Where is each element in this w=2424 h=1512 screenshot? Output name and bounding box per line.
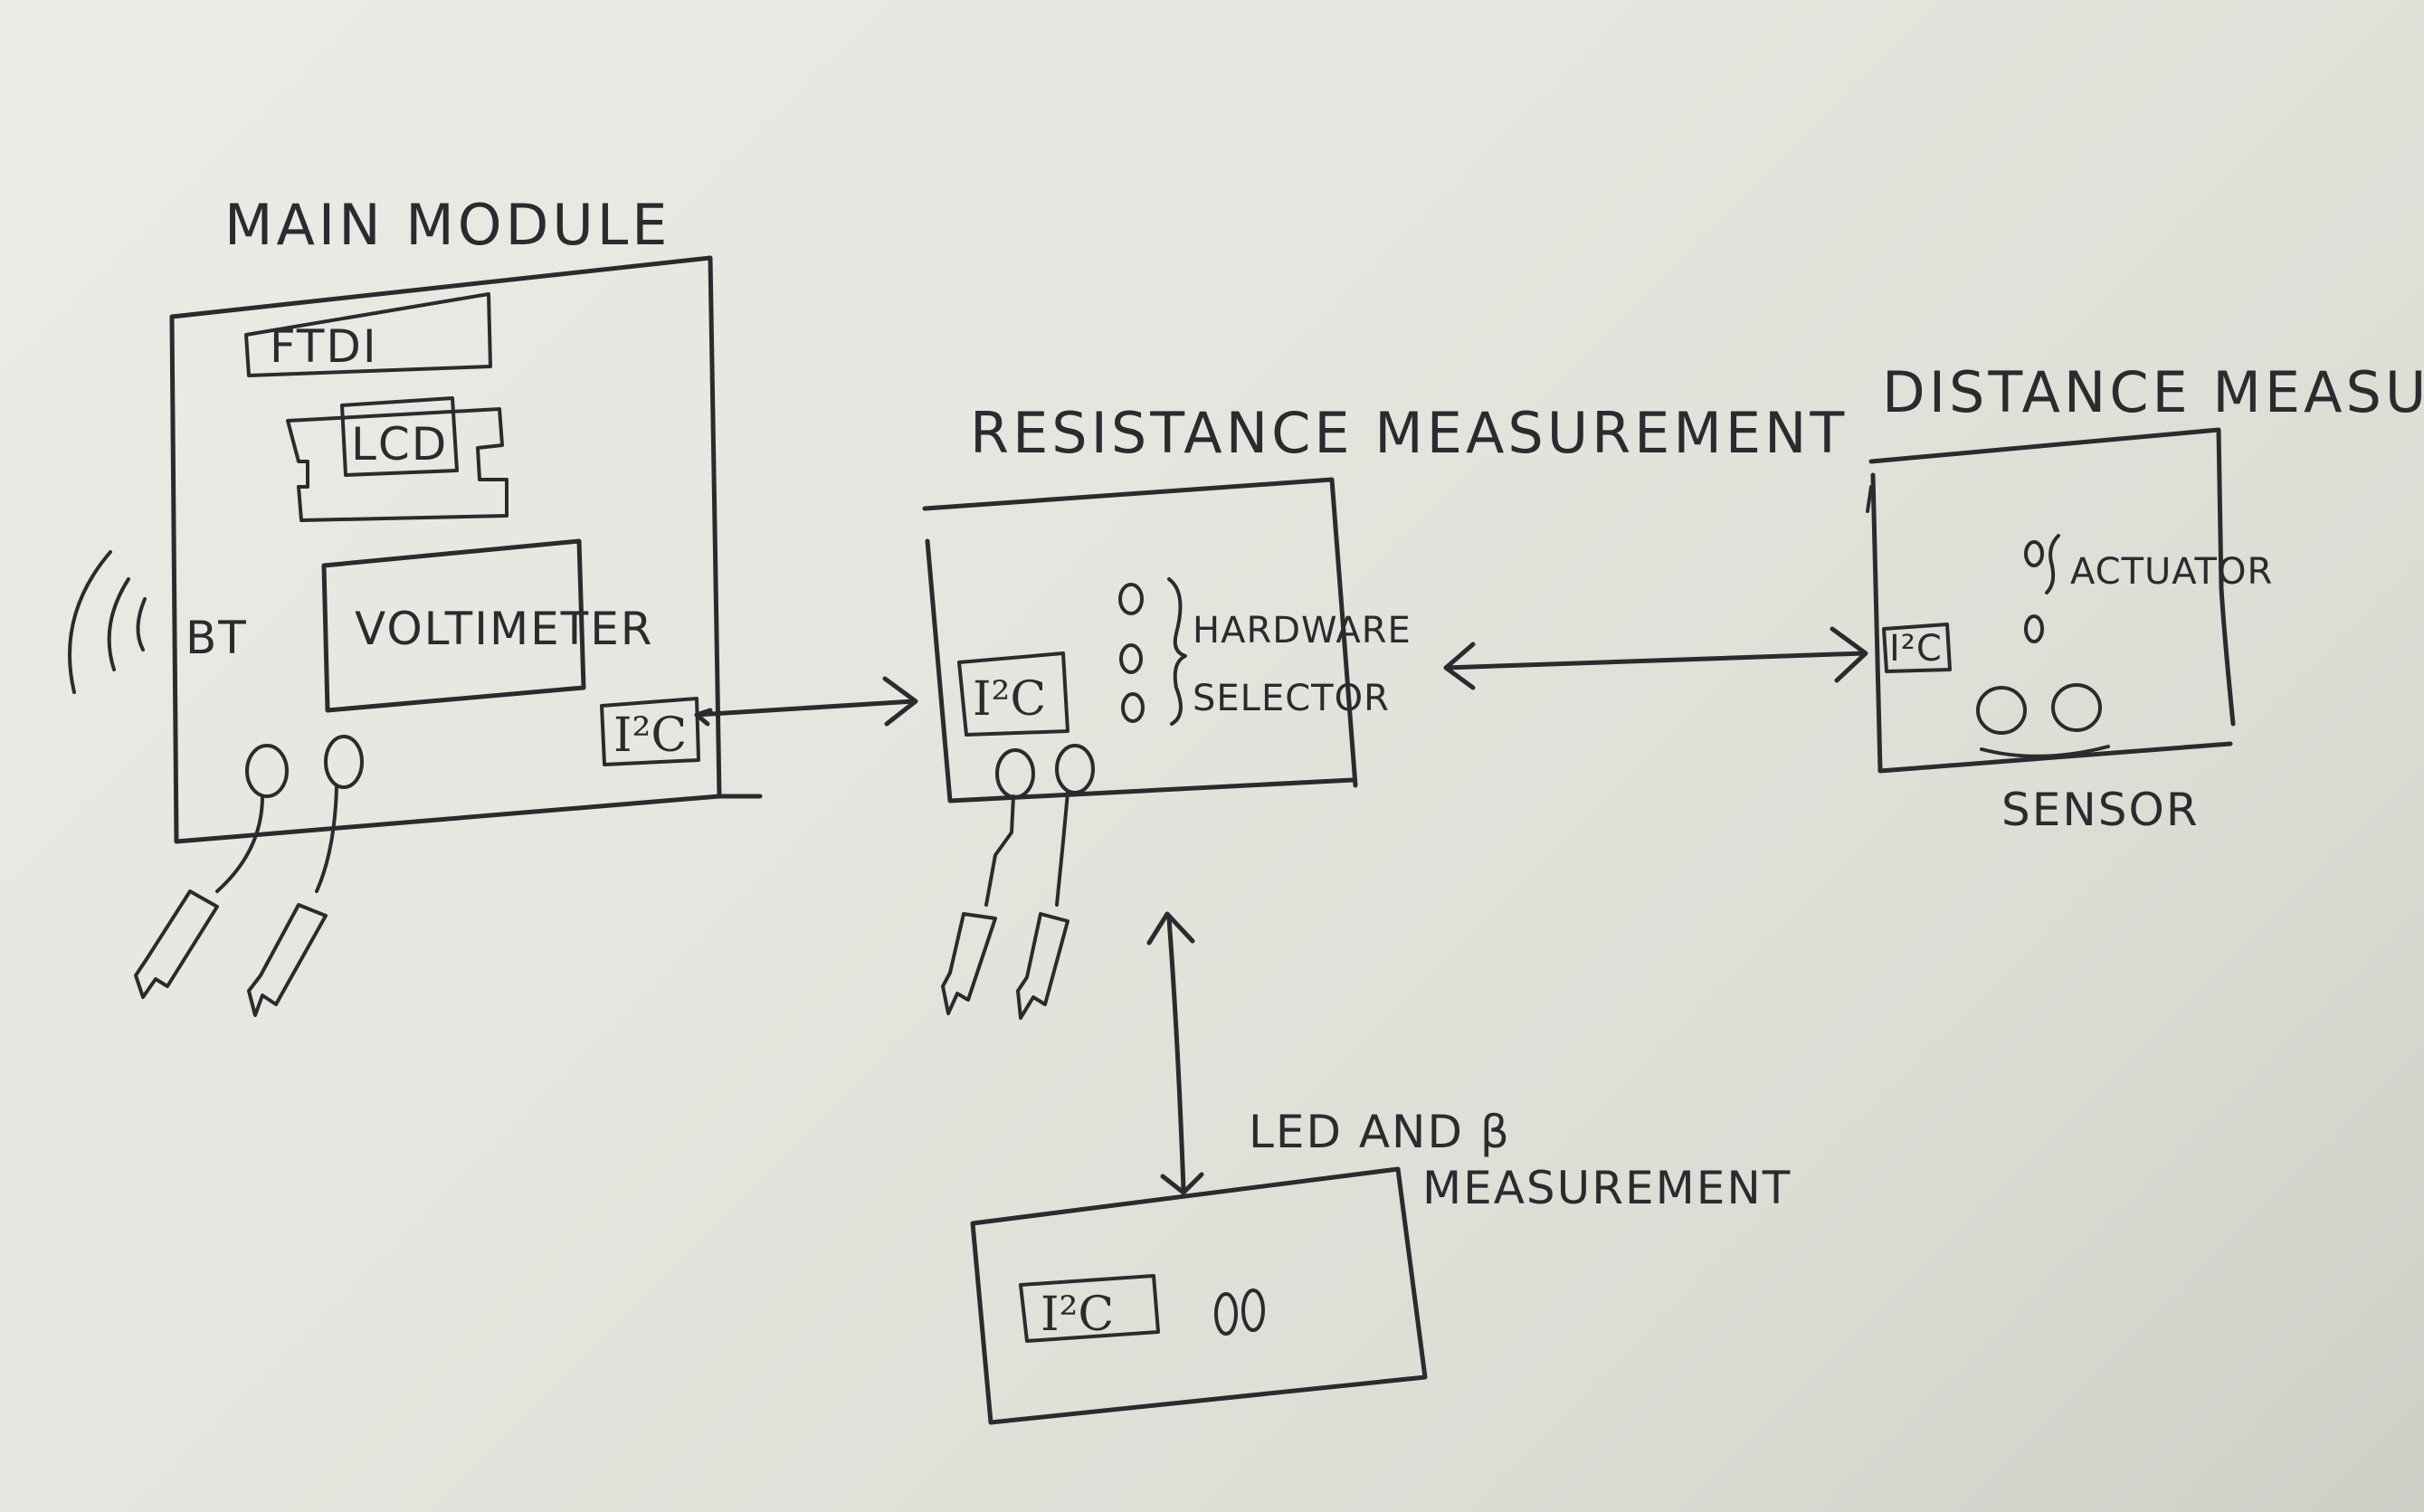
sensor-label: SENSOR (2001, 784, 2200, 836)
arrow-main-to-resistance (694, 676, 918, 727)
main-module-box (169, 255, 763, 844)
led-module-box (970, 1166, 1428, 1425)
led-i2c-label: I²C (1041, 1288, 1114, 1342)
main-module-title: MAIN MODULE (224, 192, 670, 258)
led-beta-module: LED AND β MEASUREMENT I²C (970, 1106, 1792, 1425)
main-i2c-block: I²C (600, 697, 700, 766)
hardware-selector-switches (1118, 577, 1187, 726)
bluetooth-wireless-icon (68, 550, 147, 694)
main-i2c-label: I²C (613, 708, 687, 763)
arrow-resistance-to-distance (1443, 626, 1868, 690)
main-module: MAIN MODULE FTDI LCD VOLTIMETER BT I²C (68, 192, 763, 1017)
distance-i2c-label: I²C (1889, 628, 1943, 670)
main-probe-connectors (134, 735, 364, 1017)
resistance-probe-connectors (941, 744, 1095, 1020)
voltimeter-label: VOLTIMETER (355, 603, 654, 655)
resistance-module-box (922, 477, 1358, 804)
actuator-indicators (2024, 534, 2060, 643)
hardware-selector-label-2: SELECTOR (1193, 678, 1390, 719)
led-sockets (1214, 1289, 1265, 1336)
resistance-module: RESISTANCE MEASUREMENT I²C HARDWARE SELE… (922, 400, 1848, 1020)
lcd-label: LCD (351, 418, 448, 471)
resistance-title: RESISTANCE MEASUREMENT (970, 400, 1848, 466)
led-title-line1: LED AND β (1249, 1106, 1511, 1158)
ftdi-label: FTDI (270, 320, 378, 373)
distance-i2c-block: I²C (1882, 623, 1952, 673)
resistance-i2c-label: I²C (973, 672, 1046, 727)
led-title-line2: MEASUREMENT (1422, 1162, 1792, 1214)
ftdi-block: FTDI (244, 292, 492, 377)
resistance-i2c-block: I²C (957, 651, 1069, 737)
actuator-label: ACTUATOR (2070, 551, 2273, 593)
lcd-block: LCD (286, 396, 509, 522)
hardware-selector-label-1: HARDWARE (1193, 610, 1412, 651)
distance-module-box (1868, 427, 2236, 774)
distance-title: DISTANCE MEASUREMENT (1882, 359, 2424, 425)
ultrasonic-sensor (1976, 683, 2110, 758)
voltimeter-block: VOLTIMETER (321, 538, 654, 713)
distance-module: DISTANCE MEASUREMENT I²C ACTUATOR SENSOR (1866, 359, 2424, 836)
arrow-resistance-to-led (1146, 911, 1204, 1195)
bt-label: BT (185, 612, 248, 664)
led-i2c-block: I²C (1019, 1274, 1160, 1343)
